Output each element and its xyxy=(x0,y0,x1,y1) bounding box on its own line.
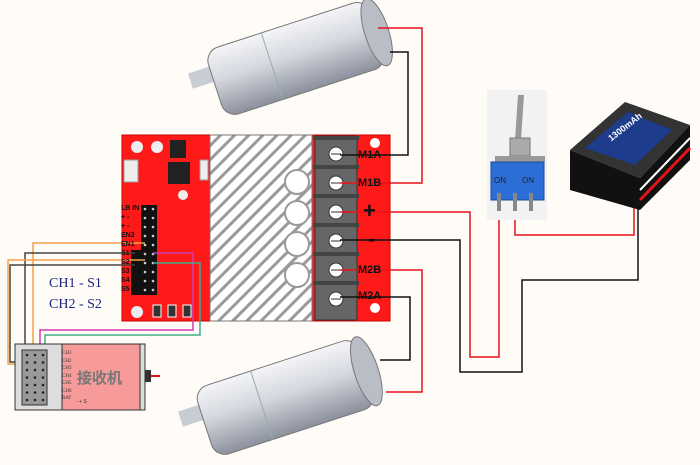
wire-s1-ground xyxy=(24,252,135,357)
mapping-ch2: CH2 - S2 xyxy=(49,297,102,312)
switch-label-left: ON xyxy=(494,176,506,185)
channel-label: CH2 xyxy=(62,358,72,364)
wires xyxy=(7,27,639,393)
terminal-label-plus: + xyxy=(363,198,376,223)
receiver-pin xyxy=(25,398,29,402)
header-pin xyxy=(143,261,147,265)
pin-label: S1 xyxy=(121,250,130,257)
header-pin xyxy=(143,234,147,238)
receiver-pin xyxy=(33,361,37,364)
receiver-title: 接收机 xyxy=(77,369,123,387)
battery xyxy=(570,102,692,210)
terminal-divider xyxy=(313,252,359,256)
pin-label: EN1 xyxy=(121,241,135,248)
pin-label: S4 xyxy=(121,277,130,284)
receiver-pin xyxy=(25,383,29,387)
terminal-label-m1b: M1B xyxy=(358,177,382,189)
motor-driver-board xyxy=(121,134,391,322)
jumpers xyxy=(152,304,192,318)
header-pin xyxy=(151,207,155,211)
receiver-pin xyxy=(25,353,29,357)
receiver-pin xyxy=(41,353,45,357)
terminal-divider xyxy=(313,194,359,198)
pin-label: LB IN xyxy=(121,205,140,212)
receiver-pin xyxy=(33,383,37,387)
wire-minus xyxy=(340,205,639,373)
header-pin xyxy=(143,279,147,283)
receiver-pin xyxy=(41,391,45,394)
terminal-divider xyxy=(313,281,359,285)
header-pin xyxy=(143,207,147,211)
channel-label: CH4 xyxy=(62,373,72,379)
motor-bottom xyxy=(178,336,383,455)
terminal-divider xyxy=(313,136,359,140)
pin-label: EN2 xyxy=(121,232,135,239)
channel-label: BAT xyxy=(62,396,72,401)
mapping-ch1: CH1 - S1 xyxy=(49,276,102,291)
receiver-pin xyxy=(25,361,29,364)
header-pin xyxy=(143,225,147,229)
header-pin xyxy=(151,270,155,274)
receiver-polarity: - + S xyxy=(76,399,87,405)
terminal-label-m2b: M2B xyxy=(358,264,382,276)
header-pin xyxy=(151,234,155,238)
toggle-switch xyxy=(487,90,547,220)
receiver-pin xyxy=(33,376,37,379)
wire-plus xyxy=(340,205,500,358)
receiver-pin xyxy=(41,361,45,364)
pin-label: S2 xyxy=(121,259,130,266)
terminal-label-m1a: M1A xyxy=(358,149,382,161)
wire-m1a xyxy=(340,51,409,156)
header-pin xyxy=(143,288,147,292)
receiver-pin xyxy=(41,368,45,372)
header-pin xyxy=(151,279,155,283)
header-pin xyxy=(143,270,147,274)
terminal-divider xyxy=(313,165,359,169)
motor-top xyxy=(188,0,393,115)
receiver-pin xyxy=(33,398,37,402)
terminal-label-minus: - xyxy=(368,226,376,251)
header-pin xyxy=(143,252,147,256)
header-pin xyxy=(151,216,155,220)
channel-label: CH5 xyxy=(62,381,72,386)
wire-s1-magenta xyxy=(39,252,194,357)
header-pin xyxy=(151,288,155,292)
header-pin xyxy=(143,243,147,247)
pin-label: S3 xyxy=(121,268,130,275)
switch-label-right: ON xyxy=(522,176,534,185)
wire-m2b xyxy=(340,269,423,393)
wire-m2a xyxy=(340,296,411,361)
terminal-label-m2a: M2A xyxy=(358,290,382,302)
terminal-divider xyxy=(313,223,359,227)
channel-label: CH1 xyxy=(62,351,72,356)
receiver-pin xyxy=(25,368,29,372)
receiver-pin xyxy=(25,376,29,379)
wire-s1-signal xyxy=(32,242,145,357)
wire-m1b xyxy=(340,27,423,184)
receiver-pin xyxy=(41,398,45,402)
pin-label: + - xyxy=(121,214,130,221)
header-pin xyxy=(143,216,147,220)
pin-label: S5 xyxy=(121,286,130,293)
receiver-channels: CH1 CH2 CH3 CH4 CH5 CH6 BAT xyxy=(62,350,71,403)
receiver-pin xyxy=(33,391,37,394)
channel-label: CH3 xyxy=(62,366,72,371)
header-pin xyxy=(151,243,155,247)
receiver xyxy=(14,343,160,411)
receiver-pin xyxy=(41,383,45,387)
receiver-pin xyxy=(33,368,37,372)
receiver-pin xyxy=(41,376,45,379)
channel-label: CH6 xyxy=(62,388,72,394)
header-pin xyxy=(151,225,155,229)
receiver-pin xyxy=(33,353,37,357)
receiver-pin xyxy=(25,391,29,394)
pin-label: + - xyxy=(121,223,130,230)
pin-labels: LB IN + - + - EN2 EN1 S1 S2 S3 S4 S5 xyxy=(121,204,139,294)
